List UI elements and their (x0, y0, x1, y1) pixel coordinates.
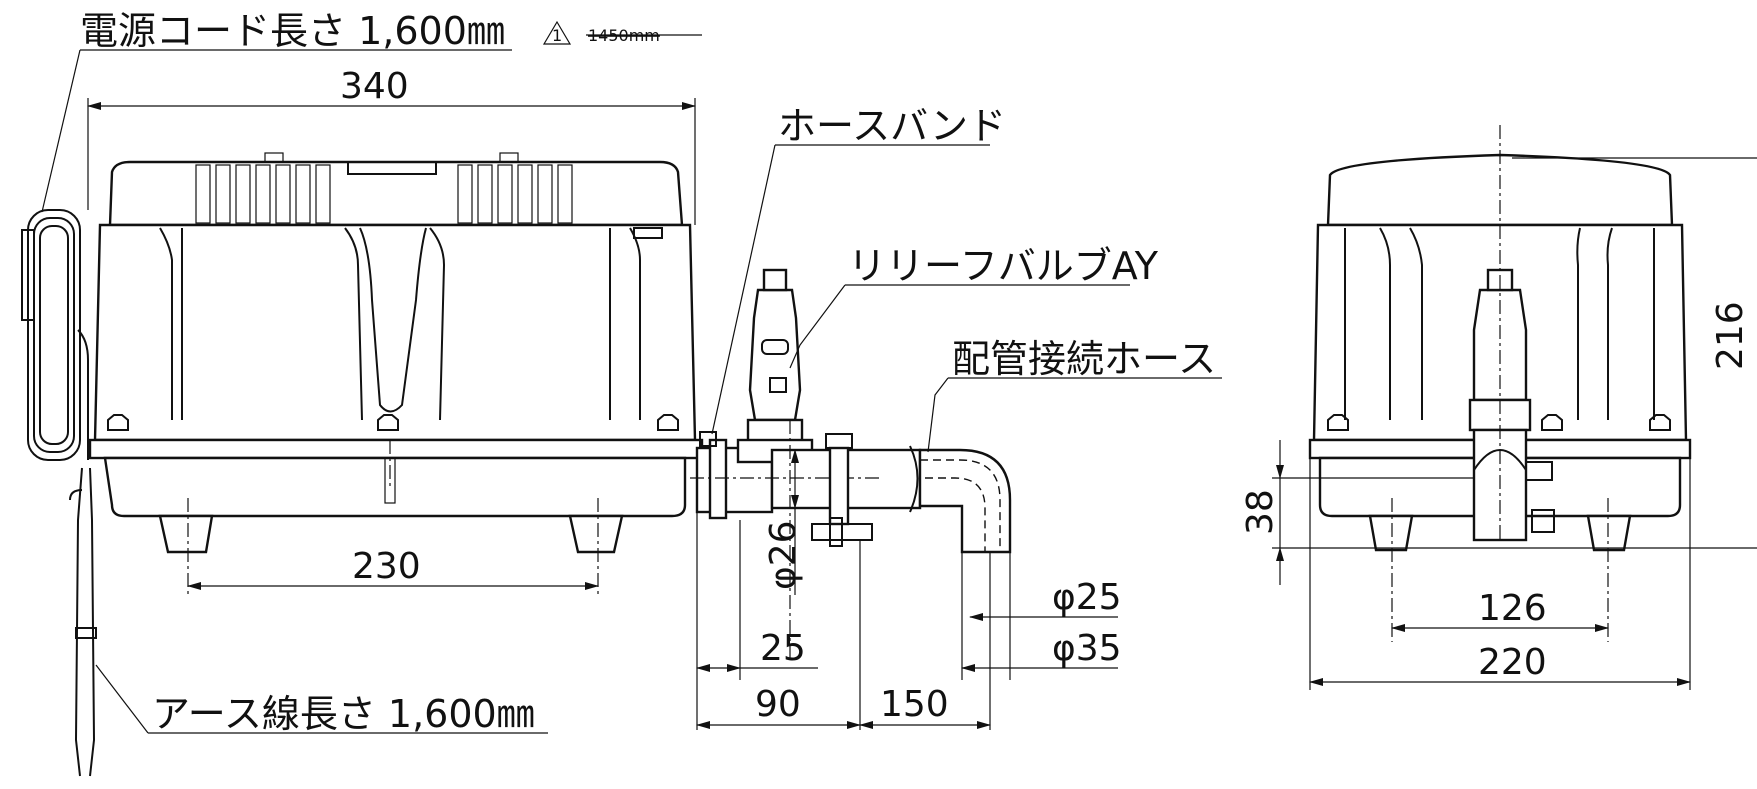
side-view (1308, 125, 1692, 642)
vent-slots-right (457, 164, 573, 224)
dim-hose-in-dia: φ25 (1052, 577, 1122, 618)
revision-triangle (542, 20, 572, 45)
front-base-band (88, 438, 704, 460)
dim-outlet-90: 90 (755, 684, 801, 725)
front-handle (347, 161, 437, 175)
label-power-cord: 電源コード長さ 1,600㎜ (80, 9, 505, 53)
power-cord-coil (21, 209, 89, 461)
side-ribs (1327, 227, 1671, 431)
dim-hose-out-dia: φ35 (1052, 628, 1122, 669)
earth-wire (69, 467, 97, 777)
label-pipe-hose: 配管接続ホース (952, 337, 1216, 381)
dim-foot-span-side: 126 (1478, 588, 1547, 629)
dim-outlet-dia: φ26 (763, 520, 804, 590)
body-ribs (159, 227, 663, 421)
dim-offset-25: 25 (760, 628, 806, 669)
dim-width-220: 220 (1478, 642, 1547, 683)
dim-height-216: 216 (1710, 301, 1751, 370)
hose-elbow (918, 448, 1012, 554)
body-bolts (107, 414, 679, 431)
leader-lines (41, 49, 1222, 734)
dim-overall-length: 340 (340, 66, 409, 107)
revision-mark: 1 (552, 26, 562, 45)
label-earth-wire: アース線長さ 1,600㎜ (152, 692, 535, 736)
dim-hose-150: 150 (880, 684, 949, 725)
label-relief-valve: リリーフバルブAY (848, 244, 1159, 288)
front-top-cover (108, 160, 684, 227)
dim-height-38: 38 (1240, 489, 1281, 535)
dim-foot-span: 230 (352, 546, 421, 587)
foot-left (158, 514, 214, 554)
vent-slots-left (195, 164, 331, 224)
dimension-lines (87, 98, 1757, 730)
front-main-body (93, 223, 697, 442)
side-top-cover (1326, 153, 1674, 227)
label-hose-band: ホースバンド (778, 104, 1006, 148)
foot-right (568, 514, 624, 554)
